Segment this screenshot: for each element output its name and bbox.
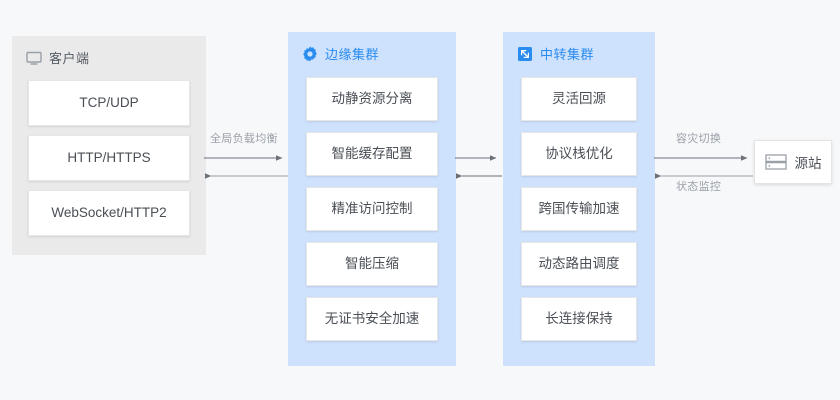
monitor-icon — [26, 50, 42, 66]
edge-item-list: 动静资源分离 智能缓存配置 精准访问控制 智能压缩 无证书安全加速 — [288, 63, 456, 341]
relay-item-protocol-stack-optimization[interactable]: 协议栈优化 — [521, 132, 637, 176]
relay-item-list: 灵活回源 协议栈优化 跨国传输加速 动态路由调度 长连接保持 — [503, 63, 655, 341]
client-item-http-https[interactable]: HTTP/HTTPS — [28, 135, 190, 181]
connector-client-edge-forward-label: 全局负载均衡 — [210, 133, 278, 145]
edge-cluster-title: 边缘集群 — [325, 47, 380, 62]
edge-item-static-dynamic-split[interactable]: 动静资源分离 — [306, 77, 438, 121]
edge-item-certless-secure-acceleration[interactable]: 无证书安全加速 — [306, 297, 438, 341]
relay-item-flexible-origin-pull[interactable]: 灵活回源 — [521, 77, 637, 121]
edge-cluster-header: 边缘集群 — [288, 32, 456, 63]
client-item-websocket-http2[interactable]: WebSocket/HTTP2 — [28, 190, 190, 236]
origin-node-label: 源站 — [794, 156, 822, 171]
gear-icon — [302, 46, 318, 62]
connector-relay-origin-forward-label: 容灾切换 — [676, 133, 722, 145]
client-panel: 客户端 TCP/UDP HTTP/HTTPS WebSocket/HTTP2 — [12, 36, 206, 255]
edge-item-smart-compression[interactable]: 智能压缩 — [306, 242, 438, 286]
edge-cluster-panel: 边缘集群 动静资源分离 智能缓存配置 精准访问控制 智能压缩 无证书安全加速 — [288, 32, 456, 366]
relay-cluster-panel: 中转集群 灵活回源 协议栈优化 跨国传输加速 动态路由调度 长连接保持 — [503, 32, 655, 366]
connector-relay-origin-backward-label: 状态监控 — [676, 181, 722, 193]
relay-item-dynamic-route-scheduling[interactable]: 动态路由调度 — [521, 242, 637, 286]
relay-item-long-connection-keepalive[interactable]: 长连接保持 — [521, 297, 637, 341]
connector-client-edge: 全局负载均衡 — [204, 133, 290, 184]
client-item-list: TCP/UDP HTTP/HTTPS WebSocket/HTTP2 — [12, 67, 206, 236]
relay-item-cross-border-acceleration[interactable]: 跨国传输加速 — [521, 187, 637, 231]
relay-cluster-header: 中转集群 — [503, 32, 655, 63]
edge-item-precise-access-control[interactable]: 精准访问控制 — [306, 187, 438, 231]
connector-edge-relay — [455, 150, 503, 184]
client-item-tcp-udp[interactable]: TCP/UDP — [28, 80, 190, 126]
transfer-icon — [517, 46, 533, 62]
connector-relay-origin: 容灾切换 状态监控 — [654, 133, 754, 193]
edge-item-smart-cache-config[interactable]: 智能缓存配置 — [306, 132, 438, 176]
relay-cluster-title: 中转集群 — [540, 47, 595, 62]
client-panel-title: 客户端 — [49, 51, 90, 66]
origin-node[interactable]: 源站 — [754, 140, 832, 184]
server-icon — [764, 154, 787, 170]
client-panel-header: 客户端 — [12, 36, 206, 67]
